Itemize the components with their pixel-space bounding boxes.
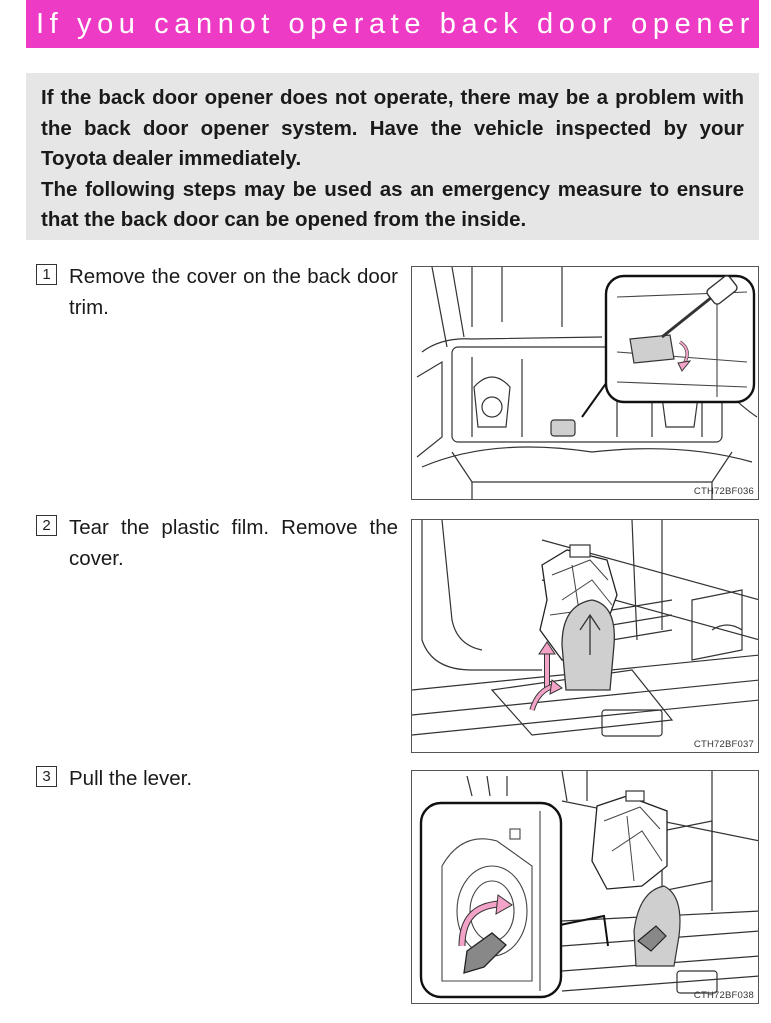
plastic-film-cover-illustration bbox=[412, 520, 758, 737]
pull-lever-illustration bbox=[419, 771, 758, 999]
intro-paragraph-2: The following steps may be used as an em… bbox=[41, 177, 744, 232]
step-2: 2 Tear the plastic film. Remove the cove… bbox=[36, 513, 398, 574]
section-title: If you cannot operate back door opener bbox=[36, 7, 756, 40]
figure-code-3: CTH72BF038 bbox=[693, 990, 754, 1001]
step-number-3: 3 bbox=[36, 766, 57, 787]
step-3: 3 Pull the lever. bbox=[36, 764, 398, 795]
step-text-2: Tear the plastic film. Remove the cover. bbox=[69, 516, 398, 570]
back-door-trim-illustration bbox=[416, 267, 758, 499]
figure-step-1: CTH72BF036 bbox=[411, 266, 759, 500]
figure-code-2: CTH72BF037 bbox=[693, 739, 754, 750]
intro-paragraph-1: If the back door opener does not operate… bbox=[41, 86, 744, 170]
step-1: 1 Remove the cover on the back door trim… bbox=[36, 262, 398, 323]
step-text-3: Pull the lever. bbox=[69, 767, 193, 790]
figure-code-1: CTH72BF036 bbox=[693, 486, 754, 497]
figure-step-2: CTH72BF037 bbox=[411, 519, 759, 753]
step-number-2: 2 bbox=[36, 515, 57, 536]
figure-step-3: CTH72BF038 bbox=[411, 770, 759, 1004]
step-number-1: 1 bbox=[36, 264, 57, 285]
section-header: If you cannot operate back door opener bbox=[26, 0, 759, 48]
intro-box: If the back door opener does not operate… bbox=[26, 73, 759, 240]
step-text-1: Remove the cover on the back door trim. bbox=[69, 265, 398, 319]
